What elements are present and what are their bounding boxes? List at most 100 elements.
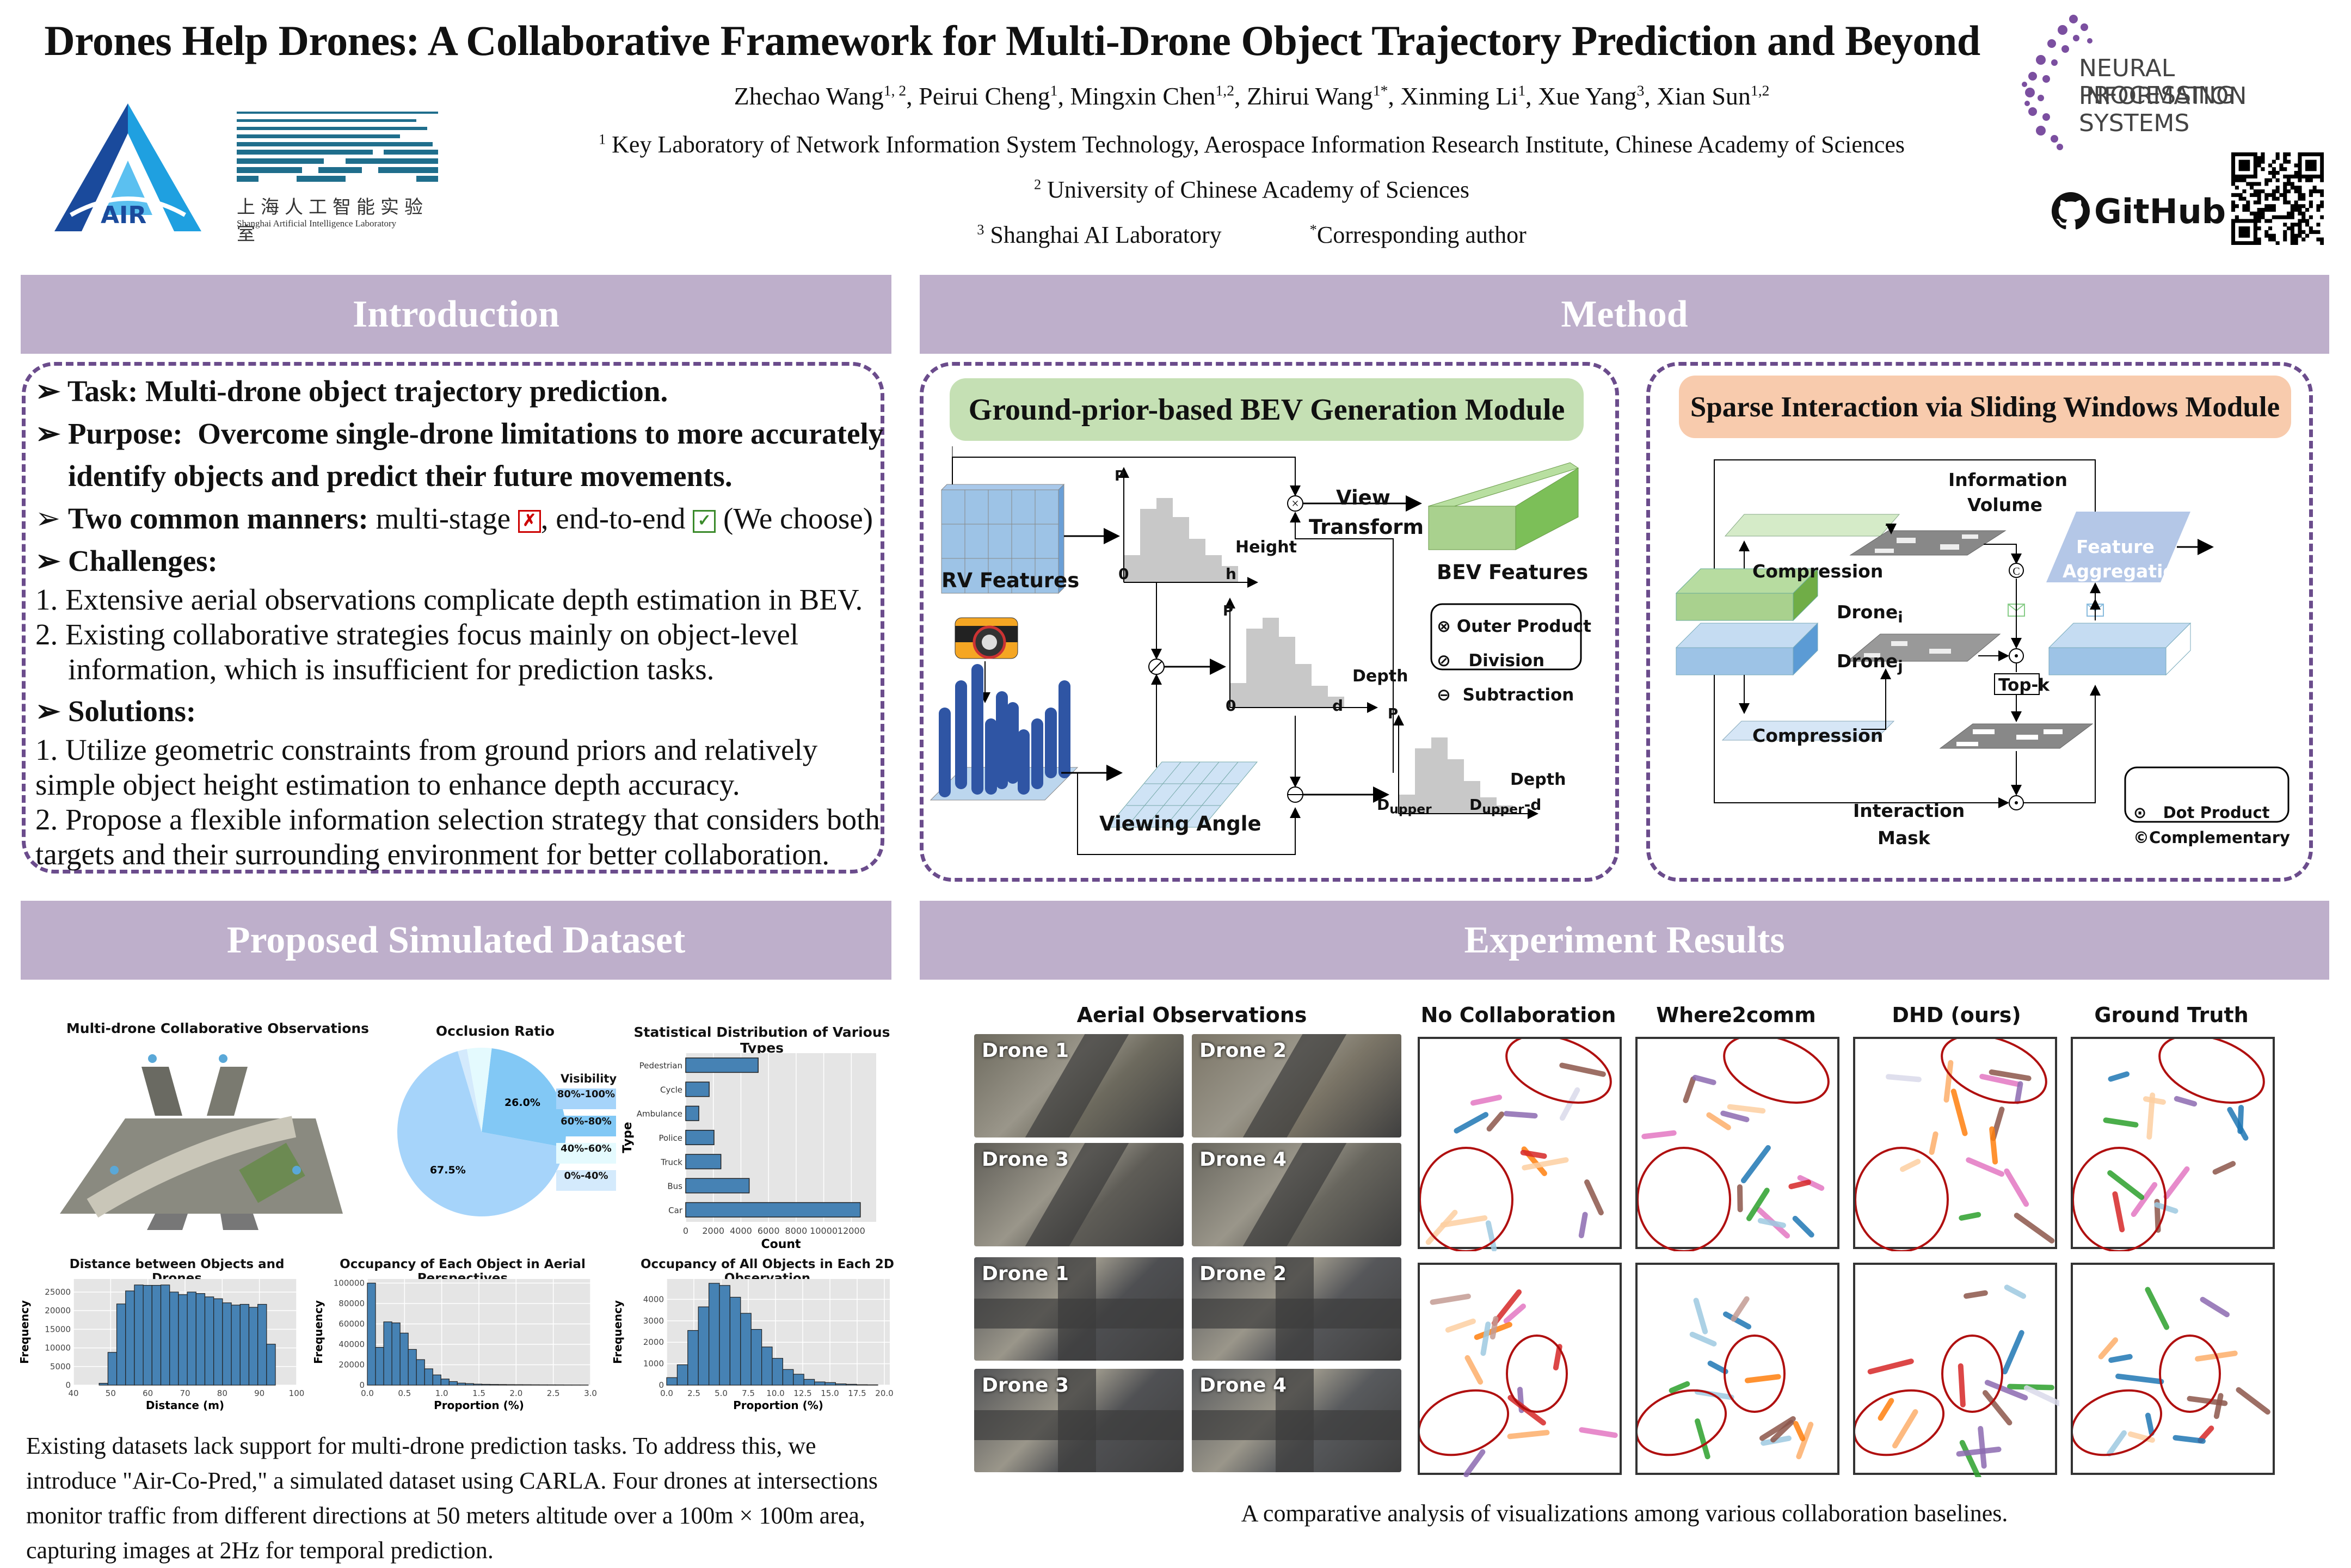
trajectory-segment [1791, 1182, 1808, 1186]
trajectory-panel [1853, 1037, 2057, 1249]
interaction-mask-label-1: Interaction [1853, 800, 1965, 821]
histogram-bar [400, 1333, 408, 1385]
introduction-heading: Introduction [21, 275, 891, 354]
bar [686, 1154, 721, 1169]
trajectory-segment [1761, 1221, 1783, 1225]
trajectory-segment [1932, 1134, 1936, 1152]
github-icon [2052, 190, 2090, 232]
bar [686, 1178, 749, 1193]
histogram-bar [376, 1348, 384, 1385]
x-tick-label: 12.5 [793, 1388, 811, 1398]
trajectory-segment [1697, 1421, 1708, 1456]
highlight-ellipse [1942, 1336, 2002, 1412]
trajectory-segment [1961, 1366, 1963, 1405]
x-tick-label: 0.5 [398, 1388, 411, 1398]
bev-module-title: Ground-prior-based BEV Generation Module [950, 378, 1584, 441]
author-name: Mingxin Chen1,2 [1070, 82, 1234, 110]
view-transform-label-1: View [1336, 486, 1390, 509]
x-tick-label: 100 [289, 1388, 305, 1398]
x-tick-label: 20.0 [875, 1388, 893, 1398]
trajectory-segment [1490, 1114, 1502, 1129]
highlight-ellipse [1507, 1336, 1567, 1412]
qr-code[interactable] [2231, 152, 2324, 245]
trajectory-segment [1961, 1215, 1978, 1218]
trajectory-segment [1903, 1161, 1918, 1169]
aerial-photo: Drone 3 [974, 1143, 1184, 1246]
shlab-logo-icon [237, 112, 438, 182]
trajectory-segment [1954, 1091, 1965, 1133]
histogram-bar [825, 1382, 835, 1385]
histogram-bar [223, 1303, 231, 1385]
y-tick-label: 0 [65, 1380, 71, 1390]
height-pillars [931, 664, 1078, 800]
trajectory-segment [1510, 1432, 1547, 1436]
trajectory-segment [1962, 1443, 1980, 1477]
histogram-bar [143, 1286, 152, 1385]
sparse-legend: ⊙ Dot Product ©Complementary [2133, 800, 2290, 850]
github-link[interactable]: GitHub [2052, 190, 2226, 232]
y-tick-label: Police [659, 1133, 683, 1143]
trajectory-segment [1523, 1153, 1544, 1156]
trajectory-segment [1562, 1065, 1603, 1074]
y-tick-label: 100000 [334, 1278, 365, 1288]
histogram-bar [688, 1331, 698, 1385]
intro-solutions: ➢ Solutions: [35, 690, 884, 733]
intro-manners: ➢ Two common manners: multi-stage ✗, end… [35, 497, 884, 540]
introduction-content: ➢ Task: Multi-drone object trajectory pr… [35, 370, 884, 872]
histogram-bar [205, 1297, 213, 1385]
bev-features-label: BEV Features [1437, 561, 1588, 584]
y-axis-label: Frequency [18, 1300, 31, 1364]
bar [686, 1130, 714, 1145]
trajectory-segment [1432, 1296, 1468, 1302]
x-tick-label: 4000 [730, 1226, 752, 1236]
top-k-label: Top-k [1998, 675, 2050, 695]
x-axis-label: Count [761, 1238, 801, 1249]
x-tick-label: 60 [143, 1388, 153, 1398]
x-tick-label: 7.5 [742, 1388, 755, 1398]
trajectory-segment [1562, 1090, 1577, 1118]
pie-label: 26.0% [504, 1097, 540, 1109]
aerial-photo: Drone 2 [1192, 1257, 1401, 1361]
bar [686, 1058, 758, 1073]
trajectory-segment [2215, 1164, 2233, 1172]
y-axis-label: Frequency [611, 1300, 624, 1364]
x-tick-label: 1.5 [472, 1388, 485, 1398]
x-tick-label: 2.5 [547, 1388, 560, 1398]
histogram-bar [117, 1304, 126, 1385]
histogram-bar [108, 1352, 116, 1385]
trajectory-segment [1456, 1115, 1486, 1131]
histogram-bar [751, 1330, 761, 1385]
compression-label-top: Compression [1752, 561, 1883, 582]
histogram-bar [214, 1299, 223, 1385]
p-axis-label: P [1115, 468, 1125, 484]
highlight-ellipse [1855, 1148, 1948, 1251]
solution-line: 1. Utilize geometric constraints from gr… [35, 733, 884, 767]
trajectory-segment [1947, 1063, 1951, 1100]
experiments-heading: Experiment Results [920, 901, 2329, 980]
zero-label-2: 0 [1226, 697, 1236, 715]
trajectory-segment [2149, 1095, 2152, 1137]
histogram-bar [240, 1305, 249, 1385]
trajectory-segment [1483, 1324, 1488, 1353]
information-volume-label-1: Information [1948, 469, 2067, 490]
histogram-bar [709, 1283, 719, 1385]
drone-label: Drone 2 [1199, 1040, 1287, 1062]
x-tick-label: 8000 [785, 1226, 808, 1236]
trajectory-segment [1695, 1078, 1714, 1083]
x-tick-label: 17.5 [848, 1388, 866, 1398]
x-tick-label: 90 [254, 1388, 264, 1398]
trajectory-segment [1881, 1401, 1892, 1418]
y-tick-label: 5000 [50, 1362, 71, 1372]
bar [686, 1106, 699, 1121]
trajectory-segment [1723, 1114, 1746, 1120]
y-axis-label: Frequency [312, 1300, 325, 1364]
y-tick-label: 3000 [643, 1316, 664, 1326]
trajectory-segment [2007, 1171, 2026, 1204]
trajectory-segment [2203, 1300, 2227, 1315]
affiliation-2: 2 University of Chinese Academy of Scien… [490, 176, 2014, 204]
trajectory-segment [1473, 1097, 1499, 1103]
histogram-bar [187, 1292, 196, 1385]
neurips-logo: NEURAL INFORMATION PROCESSING SYSTEMS [2008, 8, 2346, 155]
